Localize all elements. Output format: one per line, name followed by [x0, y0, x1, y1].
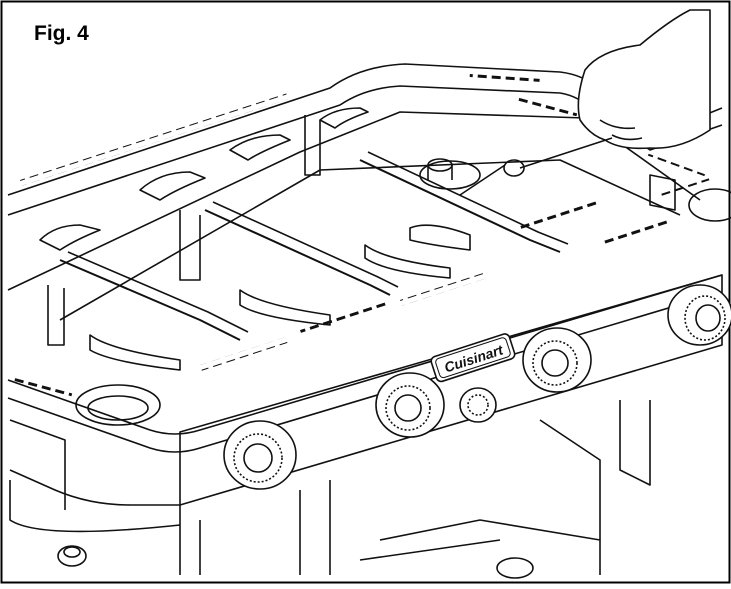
rim-vents: [13, 72, 710, 397]
figure-label: Fig. 4: [34, 22, 89, 45]
burner-rod-2: [204, 209, 391, 296]
brand-plate: Cuisinart: [430, 333, 516, 383]
front-rim: [7, 274, 723, 435]
cup-holder-left: [75, 384, 161, 426]
knob-3: [522, 327, 592, 393]
knob-4: [667, 284, 731, 346]
knob-2: [375, 372, 445, 438]
wheel-knob: [496, 557, 534, 579]
hand-illustration: [459, 9, 711, 196]
control-panel: [179, 274, 723, 506]
lighter-rod: [519, 137, 613, 169]
ignition-button: [459, 387, 497, 423]
burner-rod-1: [59, 259, 241, 341]
base-knob: [57, 545, 87, 567]
cup-holder-right: [688, 188, 731, 222]
control-knobs: [57, 284, 731, 579]
lighter-ring: [503, 159, 525, 177]
burner-rod-3: [359, 159, 561, 253]
knob-1: [223, 420, 297, 490]
